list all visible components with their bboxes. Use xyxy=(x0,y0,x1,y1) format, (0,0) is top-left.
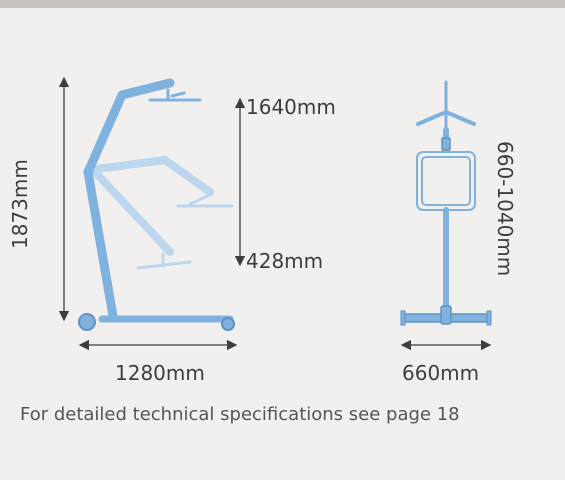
side-view: 1873mm 1640mm 428mm 1280mm xyxy=(8,76,336,385)
specifications-footnote: For detailed technical specifications se… xyxy=(20,404,460,425)
base xyxy=(78,313,235,331)
min-lift-label: 428mm xyxy=(246,249,323,273)
leg-spread-label: 660-1040mm xyxy=(493,141,517,276)
spreader-bar xyxy=(416,80,476,130)
max-lift-label: 1640mm xyxy=(246,95,336,119)
top-band xyxy=(0,0,565,8)
front-base xyxy=(400,305,492,326)
front-view: 660mm 660-1040mm xyxy=(400,80,517,385)
mast xyxy=(83,78,202,321)
battery-panel xyxy=(416,151,476,211)
front-mast-joint xyxy=(441,137,451,151)
base-length-label: 1280mm xyxy=(115,361,205,385)
lowered-boom-ghost xyxy=(86,156,234,270)
total-height-label: 1873mm xyxy=(8,159,32,249)
base-width-label: 660mm xyxy=(402,361,479,385)
